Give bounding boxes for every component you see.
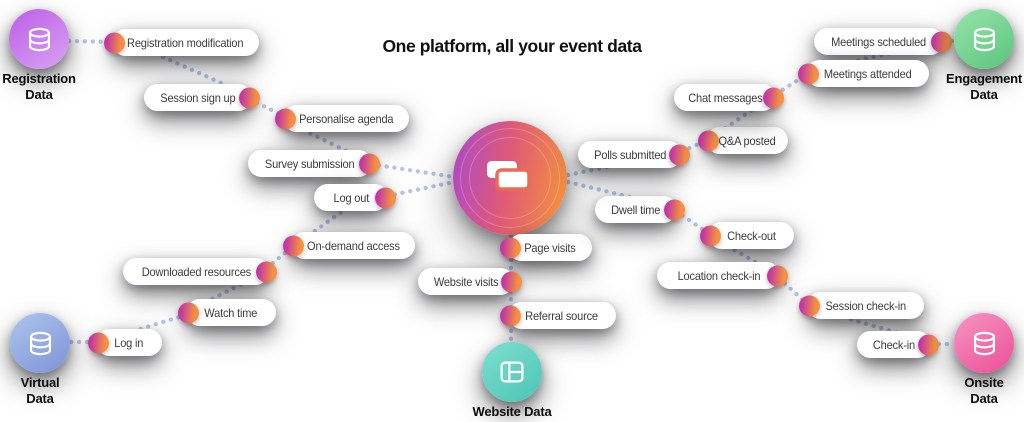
pill-check-out: Check-out xyxy=(700,222,794,249)
gradient-dot-icon xyxy=(359,153,380,174)
gradient-dot-icon xyxy=(918,334,939,355)
pill-label: Page visits xyxy=(524,240,576,255)
gradient-dot-icon xyxy=(275,108,296,129)
pill-on-demand-access: On-demand access xyxy=(283,232,415,259)
gradient-dot-icon xyxy=(178,302,199,323)
dotted-connector xyxy=(384,179,457,199)
gradient-dot-icon xyxy=(799,295,820,316)
data-source-virtual xyxy=(10,313,70,373)
pill-personalise-agenda: Personalise agenda xyxy=(275,105,409,132)
pill-qa-posted: Q&A posted xyxy=(698,127,788,154)
pill-label: Session check-in xyxy=(825,298,906,313)
gradient-dot-icon xyxy=(700,225,721,246)
pill-log-out: Log out xyxy=(314,184,396,211)
pill-dwell-time: Dwell time xyxy=(595,196,685,223)
dotted-connector xyxy=(368,161,457,180)
pill-label: Location check-in xyxy=(677,268,760,283)
data-source-registration xyxy=(9,9,69,69)
gradient-dot-icon xyxy=(931,31,952,52)
pill-label: Downloaded resources xyxy=(141,264,251,279)
pill-meetings-attended: Meetings attended xyxy=(798,60,929,87)
central-hub xyxy=(453,121,567,235)
pill-meetings-scheduled: Meetings scheduled xyxy=(814,28,952,55)
gradient-dot-icon xyxy=(239,87,260,108)
overlapping-cards-icon xyxy=(487,161,531,191)
pill-label: Personalise agenda xyxy=(298,111,394,126)
data-source-label-website: Website Data xyxy=(472,404,552,419)
pill-label: Q&A posted xyxy=(718,133,776,148)
gradient-dot-icon xyxy=(669,144,690,165)
pill-label: Dwell time xyxy=(611,202,661,217)
database-icon xyxy=(28,27,50,51)
hub-ring xyxy=(469,137,551,219)
gradient-dot-icon xyxy=(283,235,304,256)
gradient-dot-icon xyxy=(256,261,277,282)
pill-label: Website visits xyxy=(433,274,499,289)
pill-polls-submitted: Polls submitted xyxy=(578,141,690,168)
dotted-connector xyxy=(160,54,249,97)
pill-check-in: Check-in xyxy=(857,331,939,358)
database-icon xyxy=(973,27,995,51)
pill-label: On-demand access xyxy=(306,238,400,253)
pill-log-in: Log in xyxy=(88,329,162,356)
pill-label: Chat messages xyxy=(687,90,763,105)
pill-session-sign-up: Session sign up xyxy=(144,84,260,111)
gradient-dot-icon xyxy=(664,199,685,220)
pill-label: Session sign up xyxy=(160,90,236,105)
pill-referral-source: Referral source xyxy=(500,302,616,329)
gradient-dot-icon xyxy=(500,305,521,326)
pill-label: Polls submitted xyxy=(593,147,667,162)
database-icon xyxy=(29,331,51,355)
pill-label: Check-out xyxy=(726,228,776,243)
pill-label: Watch time xyxy=(204,305,258,320)
pill-location-check-in: Location check-in xyxy=(657,262,788,289)
gradient-dot-icon xyxy=(798,63,819,84)
layout-icon xyxy=(500,361,524,383)
data-source-engagement xyxy=(954,9,1014,69)
pill-survey-submission: Survey submission xyxy=(248,150,380,177)
pill-watch-time: Watch time xyxy=(178,299,276,326)
gradient-dot-icon xyxy=(500,237,521,258)
gradient-dot-icon xyxy=(763,87,784,108)
pill-chat-messages: Chat messages xyxy=(674,84,784,111)
dotted-connector xyxy=(809,39,941,74)
pill-downloaded-resources: Downloaded resources xyxy=(123,258,277,285)
pill-page-visits: Page visits xyxy=(500,234,592,261)
dotted-connector xyxy=(295,205,350,246)
data-source-onsite xyxy=(954,313,1014,373)
hub-ring xyxy=(460,128,560,228)
pill-label: Registration modification xyxy=(127,35,244,50)
gradient-dot-icon xyxy=(767,265,788,286)
pill-label: Log in xyxy=(114,335,144,350)
gradient-dot-icon xyxy=(88,332,109,353)
pill-label: Survey submission xyxy=(265,156,355,171)
pill-session-check-in: Session check-in xyxy=(799,292,924,319)
pill-label: Meetings scheduled xyxy=(831,34,927,49)
pill-label: Referral source xyxy=(525,308,599,323)
database-icon xyxy=(973,331,995,355)
gradient-dot-icon xyxy=(375,187,396,208)
pill-label: Check-in xyxy=(872,337,916,352)
pill-registration-modification: Registration modification xyxy=(104,29,259,56)
pill-website-visits: Website visits xyxy=(418,268,522,295)
pill-label: Log out xyxy=(333,190,369,205)
gradient-dot-icon xyxy=(104,32,125,53)
diagram-title: One platform, all your event data xyxy=(382,36,642,56)
gradient-dot-icon xyxy=(698,130,719,151)
dotted-connector xyxy=(66,38,116,45)
data-source-website xyxy=(482,342,542,402)
pill-label: Meetings attended xyxy=(823,66,912,81)
gradient-dot-icon xyxy=(501,271,522,292)
